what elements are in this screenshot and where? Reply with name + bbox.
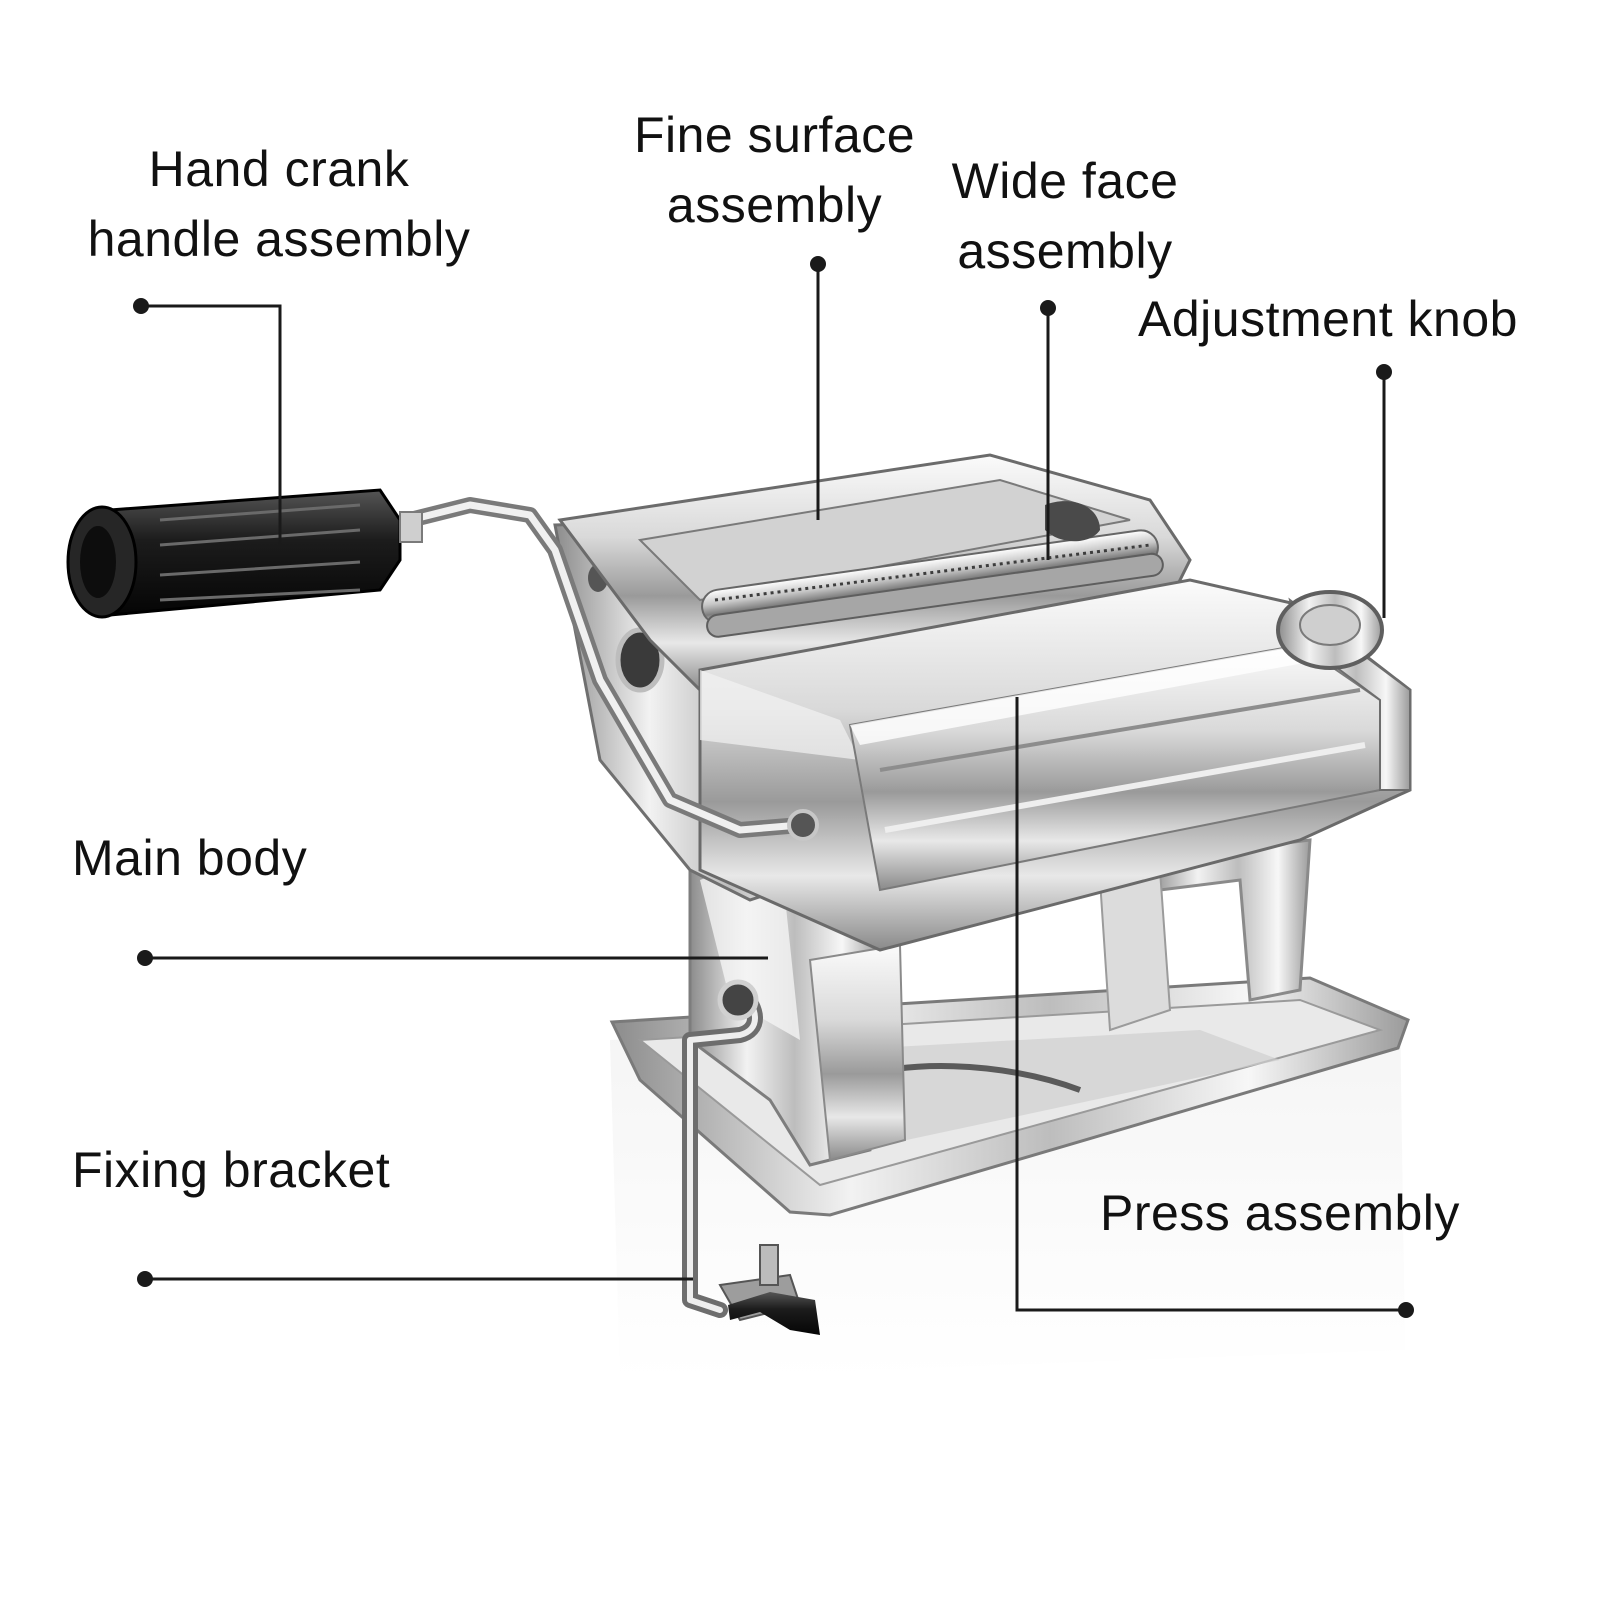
label-line: Fixing bracket bbox=[72, 1142, 391, 1198]
label-main-body: Main body bbox=[72, 823, 307, 893]
dot-fixing-bracket bbox=[137, 1271, 153, 1287]
label-hand-crank-handle-assembly: Hand crank handle assembly bbox=[64, 134, 494, 274]
label-line: Adjustment knob bbox=[1138, 291, 1518, 347]
label-line: Press assembly bbox=[1100, 1185, 1460, 1241]
label-line: assembly bbox=[957, 223, 1173, 279]
crank-handle-grip bbox=[66, 488, 423, 619]
crank-arm bbox=[402, 497, 819, 841]
adjustment-knob-shape bbox=[1276, 590, 1384, 670]
leader-lines bbox=[141, 264, 1406, 1312]
label-adjustment-knob: Adjustment knob bbox=[1138, 284, 1518, 354]
label-wide-face-assembly: Wide face assembly bbox=[935, 146, 1195, 286]
label-line: Wide face bbox=[951, 153, 1179, 209]
dot-hand-crank bbox=[133, 298, 149, 314]
dot-adjustment-knob bbox=[1376, 364, 1392, 380]
dot-press-assembly bbox=[1398, 1302, 1414, 1318]
dot-fine-surface bbox=[810, 256, 826, 272]
leader-dots bbox=[133, 256, 1414, 1318]
leader-press-assembly bbox=[1015, 697, 1406, 1312]
label-fine-surface-assembly: Fine surface assembly bbox=[612, 100, 937, 240]
label-line: handle assembly bbox=[87, 211, 471, 267]
label-line: assembly bbox=[666, 177, 883, 233]
label-line: Fine surface bbox=[633, 107, 916, 163]
label-fixing-bracket: Fixing bracket bbox=[72, 1135, 390, 1205]
dot-main-body bbox=[137, 950, 153, 966]
fixing-bracket-clamp bbox=[682, 979, 820, 1335]
dot-wide-face bbox=[1040, 300, 1056, 316]
rear-cutter-section bbox=[557, 453, 1192, 692]
leader-hand-crank bbox=[141, 304, 282, 545]
label-press-assembly: Press assembly bbox=[1100, 1178, 1460, 1248]
label-line: Main body bbox=[72, 830, 308, 886]
label-line: Hand crank bbox=[148, 141, 410, 197]
